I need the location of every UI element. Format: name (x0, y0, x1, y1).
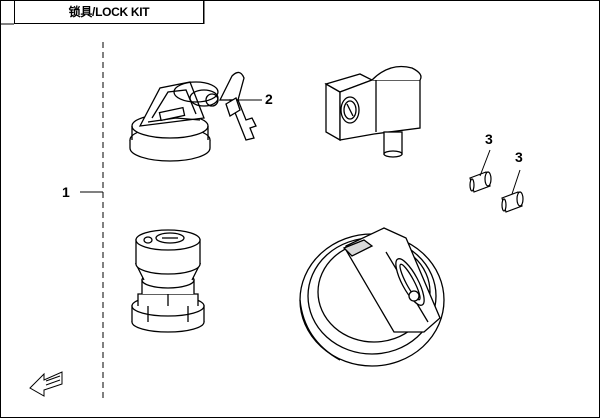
fuel-cap-part (299, 227, 445, 367)
callout-label-3b: 3 (515, 149, 523, 165)
diagram-title: 锁具/LOCK KIT (68, 5, 150, 19)
bolt-part-b (501, 191, 524, 213)
callout-label-2: 2 (265, 91, 273, 107)
callout-leader-3b (511, 169, 521, 195)
callout-leader-3a (479, 149, 491, 177)
callout-label-3a: 3 (485, 131, 493, 147)
seat-lock-part (324, 65, 422, 158)
lock-cylinder-part (131, 229, 205, 333)
callout-label-1: 1 (62, 184, 70, 200)
arrow-front-icon (29, 371, 63, 397)
bolt-part-a (469, 171, 492, 193)
ignition-switch-part (129, 71, 257, 162)
